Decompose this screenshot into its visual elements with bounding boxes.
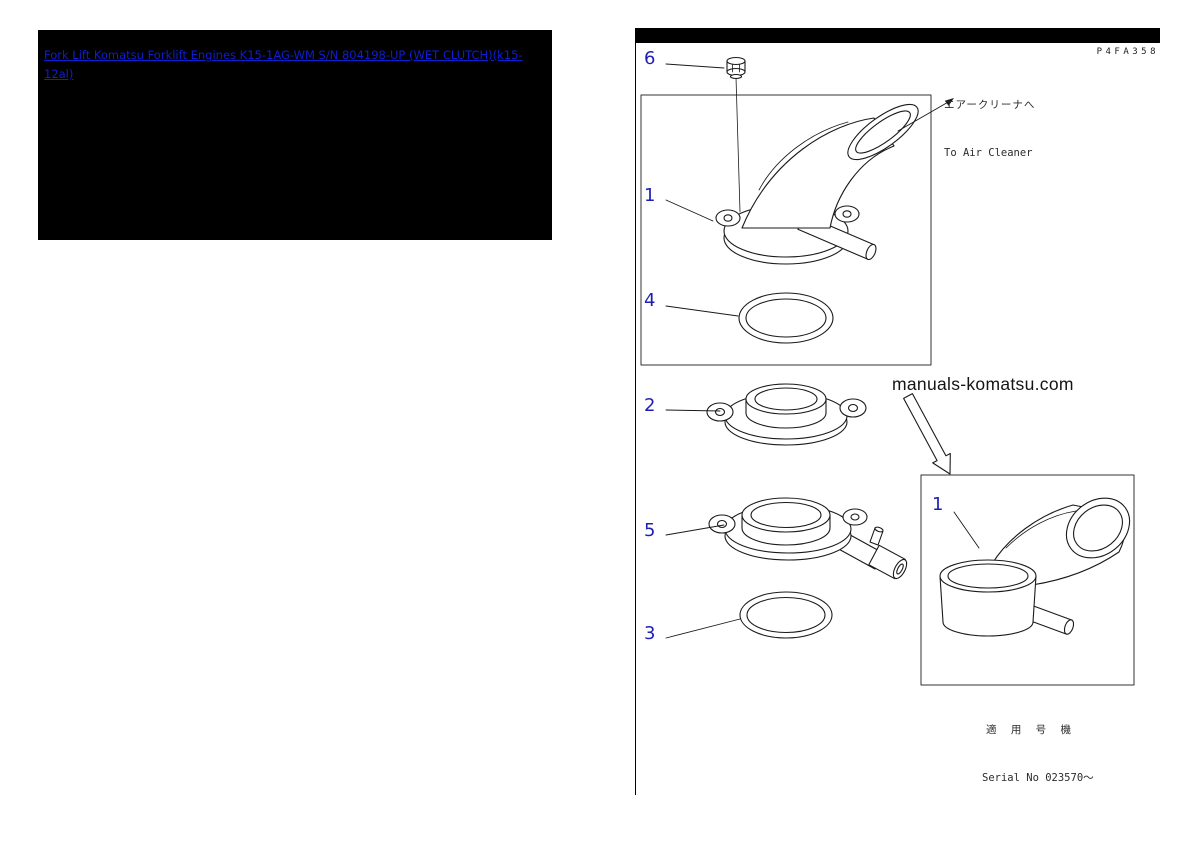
serial-label: 適 用 号 機 Serial No 023570〜 [982,689,1094,819]
callout-6: 6 [644,48,656,69]
callout-1: 1 [644,185,656,206]
parts-diagram: P4FA358 [635,28,1160,795]
air-cleaner-label-jp: エアークリーナへ [944,98,1036,111]
page-code: P4FA358 [1096,47,1159,57]
flange-part-2 [706,383,867,446]
air-cleaner-label: エアークリーナへ To Air Cleaner [944,64,1035,194]
oring-part-4 [738,292,834,344]
callout-3: 3 [644,623,656,644]
flow-arrow [903,393,951,475]
watermark: manuals-komatsu.com [892,374,1074,394]
air-cleaner-label-en: To Air Cleaner [944,147,1033,160]
air-cleaner-arrow [897,98,954,132]
manual-title-link[interactable]: Fork Lift Komatsu Forklift Engines K15-1… [44,48,523,81]
inset-part-1 [939,497,1131,637]
callout-4: 4 [644,290,656,311]
serial-label-jp: 適 用 号 機 [986,723,1075,736]
parts-drawing [640,56,1135,686]
callout-2: 2 [644,395,656,416]
callout-5: 5 [644,520,656,541]
connector-part-5 [708,497,908,580]
oring-part-3 [739,591,833,639]
diagram-top-bar [636,28,1160,43]
callout-1-inset: 1 [932,494,944,515]
elbow-part-1 [715,103,919,265]
serial-label-en: Serial No 023570〜 [982,772,1094,785]
top-inset-box [640,94,932,366]
bottom-inset-box [920,474,1135,686]
bolt-part-6 [726,56,746,213]
cover-image-block: Fork Lift Komatsu Forklift Engines K15-1… [38,30,552,240]
callout-leader-lines [665,63,980,639]
